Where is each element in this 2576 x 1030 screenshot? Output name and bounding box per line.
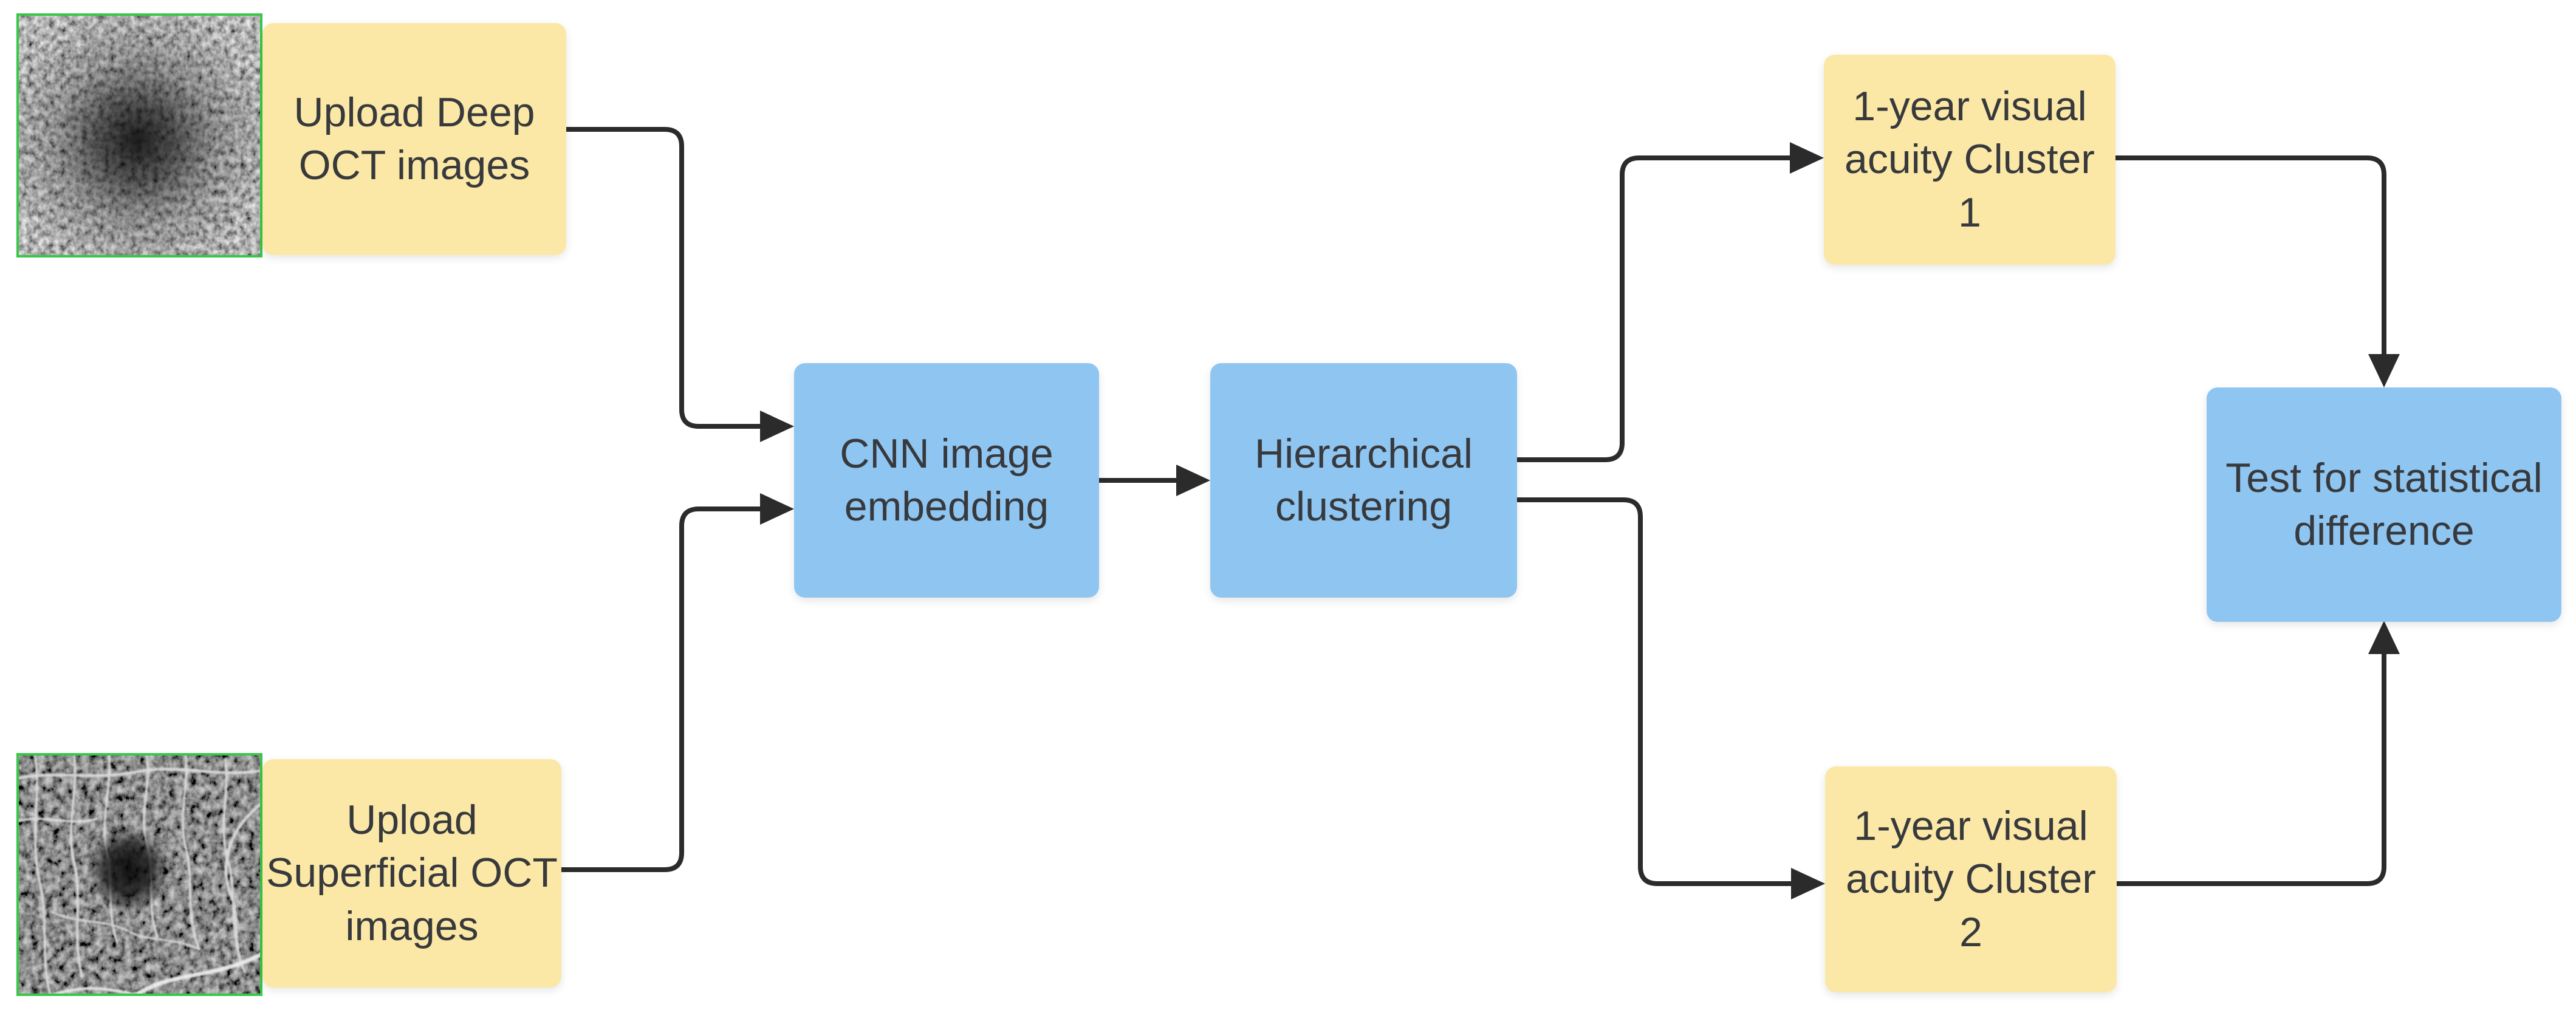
node-statistical-test: Test for statistical difference [2207,387,2561,622]
node-upload-superficial-oct-label: Upload Superficial OCT images [266,797,558,949]
edge-upload-deep-to-cnn [566,127,794,442]
edge-cluster1-to-test [2115,155,2400,387]
node-cluster-1: 1-year visual acuity Cluster 1 [1824,55,2115,265]
node-upload-deep-oct: Upload Deep OCT images [262,23,566,255]
edge-cluster2-to-test [2117,621,2400,886]
node-hierarchical-clustering: Hierarchical clustering [1210,363,1517,598]
deep-oct-scan [16,13,262,258]
superficial-oct-scan [16,753,262,996]
node-cluster-2-label: 1-year visual acuity Cluster 2 [1846,803,2096,955]
node-statistical-test-label: Test for statistical difference [2225,454,2543,554]
edge-cnn-to-hierarchical [1099,465,1210,496]
node-cluster-1-label: 1-year visual acuity Cluster 1 [1845,83,2095,236]
edge-upload-superficial-to-cnn [561,493,794,872]
edge-hierarchical-to-cluster2 [1517,497,1825,899]
node-cluster-2: 1-year visual acuity Cluster 2 [1825,766,2117,992]
node-cnn-image-embedding-label: CNN image embedding [840,430,1053,530]
node-upload-deep-oct-label: Upload Deep OCT images [293,89,535,188]
edge-hierarchical-to-cluster1 [1517,142,1824,462]
node-upload-superficial-oct: Upload Superficial OCT images [262,759,561,987]
node-cnn-image-embedding: CNN image embedding [794,363,1099,598]
node-hierarchical-clustering-label: Hierarchical clustering [1255,430,1473,530]
